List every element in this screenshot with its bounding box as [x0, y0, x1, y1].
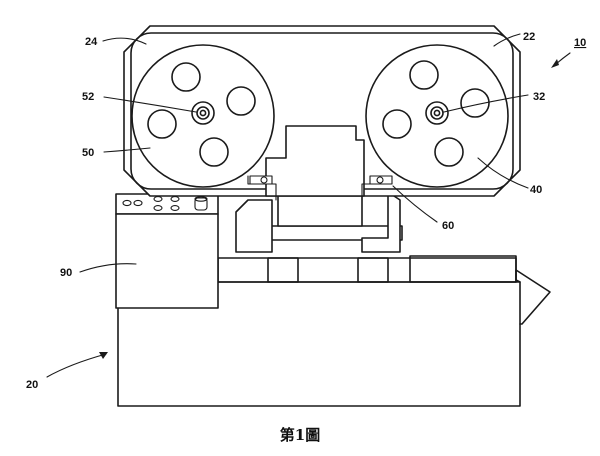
panel-knob-2	[133, 199, 143, 207]
left-reel-spindle	[199, 109, 207, 117]
reference-numerals: 24 22 10 52 32 50 40 60 90 20	[26, 31, 586, 391]
right-reel-hole-right	[460, 88, 490, 118]
arrowhead-20	[99, 352, 108, 359]
leader-20	[46, 353, 107, 378]
label-90: 90	[60, 267, 72, 279]
label-52: 52	[82, 91, 94, 103]
machine-deck	[217, 257, 517, 283]
leader-50	[103, 147, 151, 153]
label-60: 60	[442, 220, 454, 232]
leader-lines	[46, 33, 571, 378]
left-reel-hole-left	[147, 109, 177, 139]
arrowhead-10	[551, 59, 559, 68]
panel-dial	[194, 197, 208, 211]
right-reel-hole-bottom	[434, 137, 464, 167]
control-panel-body	[115, 213, 219, 309]
figure-caption: 第1圖	[280, 426, 320, 444]
left-reel-hole-bottom	[199, 137, 229, 167]
right-housing-block	[409, 255, 517, 283]
leader-40	[477, 157, 529, 189]
leader-32	[443, 94, 529, 113]
right-reel-spindle	[433, 109, 441, 117]
housing-center-step	[265, 125, 365, 197]
leader-90	[79, 263, 137, 273]
label-10: 10	[574, 37, 586, 49]
right-reel	[365, 44, 509, 188]
left-reel-hub-ring	[196, 106, 210, 120]
mechanism-right-arm	[361, 191, 401, 253]
upper-machine-blocks	[217, 255, 517, 283]
label-40: 40	[530, 184, 542, 196]
left-reel-hole-right	[226, 86, 256, 116]
base-housing-nose	[515, 269, 551, 325]
label-20: 20	[26, 379, 38, 391]
guide-roller-right	[376, 176, 384, 184]
label-24: 24	[85, 36, 98, 48]
left-reel	[131, 44, 275, 188]
label-22: 22	[523, 31, 535, 43]
label-32: 32	[533, 91, 545, 103]
right-reel-hole-left	[382, 109, 412, 139]
left-reel-hole-top	[171, 62, 201, 92]
panel-knob-4	[153, 205, 163, 211]
deck-block-2	[357, 257, 389, 283]
leader-22	[493, 33, 521, 47]
right-reel-hole-top	[409, 60, 439, 90]
right-reel-hub-ring	[430, 106, 444, 120]
deck-block-1	[267, 257, 299, 283]
leader-52	[103, 96, 197, 113]
panel-knob-6	[170, 205, 180, 211]
tape-path	[247, 175, 393, 201]
mechanism-left-arm	[235, 199, 273, 253]
left-reel-hub	[191, 101, 215, 125]
control-panel	[115, 193, 219, 309]
right-reel-hub	[425, 101, 449, 125]
panel-knob-1	[122, 199, 132, 207]
label-50: 50	[82, 147, 94, 159]
leader-60	[392, 185, 438, 223]
guide-roller-left	[260, 176, 268, 184]
leader-24	[102, 37, 147, 45]
